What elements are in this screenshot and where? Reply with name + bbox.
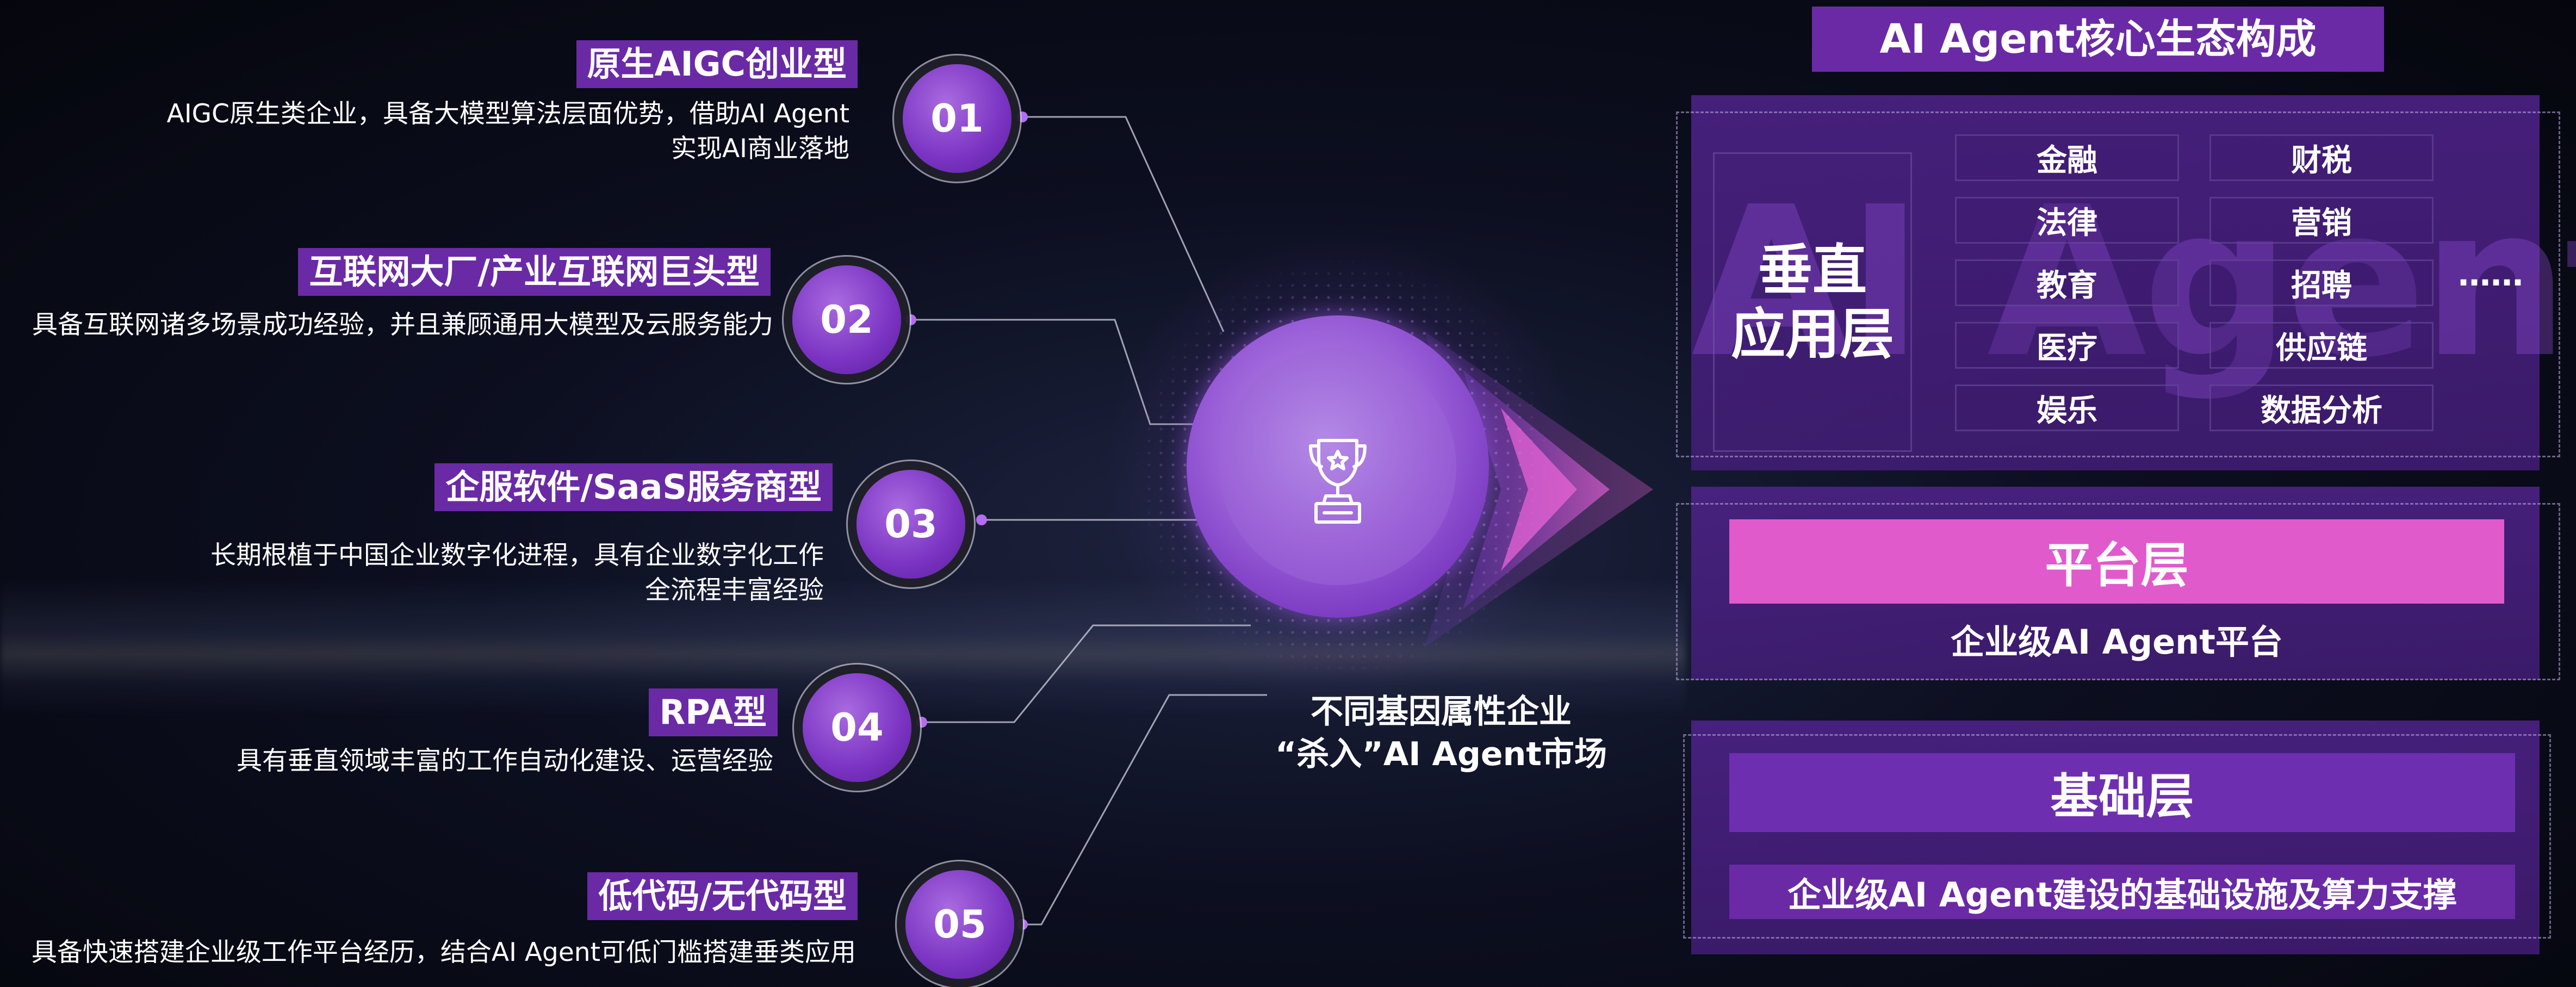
cell-legal: 法律 bbox=[1955, 197, 2179, 244]
item-02-number: 02 bbox=[820, 297, 873, 342]
item-05-number: 05 bbox=[933, 902, 986, 947]
platform-layer-subtitle: 企业级AI Agent平台 bbox=[1951, 622, 2283, 662]
cell-finance: 金融 bbox=[1955, 134, 2179, 181]
cell-data-analysis: 数据分析 bbox=[2209, 384, 2434, 431]
item-04-desc-line-1: 具有垂直领域丰富的工作自动化建设、运营经验 bbox=[237, 746, 773, 776]
center-hub bbox=[1104, 228, 1582, 707]
item-02-description: 具备互联网诸多场景成功经验，并且兼顾通用大模型及云服务能力 bbox=[32, 308, 773, 343]
center-caption-line-2: “杀入”AI Agent市场 bbox=[1275, 735, 1607, 773]
connector-dot-03 bbox=[976, 514, 987, 525]
connector-line-04 bbox=[922, 624, 1251, 723]
platform-layer-dashed-frame bbox=[1676, 503, 2560, 680]
base-layer-subtitle: 企业级AI Agent建设的基础设施及算力支撑 bbox=[1729, 865, 2515, 919]
base-layer-dashed-frame bbox=[1683, 734, 2551, 939]
connector-line-01 bbox=[1022, 116, 1225, 332]
connector-line-05 bbox=[1022, 694, 1267, 926]
item-03-desc-line-2: 全流程丰富经验 bbox=[645, 575, 824, 605]
item-03-description: 长期根植于中国企业数字化进程，具有企业数字化工作 全流程丰富经验 bbox=[210, 538, 824, 608]
item-03-title: 企服软件/SaaS服务商型 bbox=[434, 463, 833, 511]
item-04-description: 具有垂直领域丰富的工作自动化建设、运营经验 bbox=[237, 744, 773, 779]
cell-supply-chain: 供应链 bbox=[2209, 322, 2434, 369]
connector-dot-05 bbox=[1017, 919, 1028, 930]
item-02-desc-line-1: 具备互联网诸多场景成功经验，并且兼顾通用大模型及云服务能力 bbox=[32, 310, 773, 340]
ecosystem-title: AI Agent核心生态构成 bbox=[1812, 7, 2384, 72]
item-03-number-badge: 03 bbox=[856, 470, 965, 579]
center-caption: 不同基因属性企业 “杀入”AI Agent市场 bbox=[1234, 691, 1648, 775]
vertical-layer-label-line-1: 垂直 bbox=[1758, 238, 1867, 302]
ai-agent-watermark: AI Agent bbox=[1691, 162, 2576, 403]
item-05-desc-line-1: 具备快速搭建企业级工作平台经历，结合AI Agent可低门槛搭建垂类应用 bbox=[31, 938, 856, 967]
cell-marketing: 营销 bbox=[2209, 197, 2434, 244]
vertical-layer-dashed-frame bbox=[1676, 111, 2560, 457]
item-01-title: 原生AIGC创业型 bbox=[576, 40, 858, 88]
item-01-number: 01 bbox=[930, 96, 984, 141]
platform-layer-title: 平台层 bbox=[1729, 519, 2504, 604]
item-05-title: 低代码/无代码型 bbox=[587, 872, 858, 920]
item-01-number-badge: 01 bbox=[903, 64, 1011, 173]
connector-dot-01 bbox=[1017, 111, 1028, 122]
center-caption-line-1: 不同基因属性企业 bbox=[1311, 693, 1572, 731]
cell-medical: 医疗 bbox=[1955, 322, 2179, 369]
cell-education: 教育 bbox=[1955, 259, 2179, 306]
item-05-description: 具备快速搭建企业级工作平台经历，结合AI Agent可低门槛搭建垂类应用 bbox=[32, 935, 856, 970]
vertical-layer-label: 垂直 应用层 bbox=[1713, 152, 1912, 452]
cell-entertainment: 娱乐 bbox=[1955, 384, 2179, 431]
item-03-number: 03 bbox=[884, 502, 938, 547]
item-05-number-badge: 05 bbox=[905, 870, 1014, 979]
item-04-number-badge: 04 bbox=[803, 673, 911, 782]
trophy-icon bbox=[1309, 439, 1367, 524]
connector-dot-02 bbox=[905, 314, 916, 325]
cell-tax: 财税 bbox=[2209, 134, 2434, 181]
cell-recruiting: 招聘 bbox=[2209, 259, 2434, 306]
item-02-number-badge: 02 bbox=[792, 265, 901, 374]
item-01-desc-line-1: AIGC原生类企业，具备大模型算法层面优势，借助AI Agent bbox=[166, 99, 849, 129]
more-ellipsis: …… bbox=[2458, 256, 2523, 294]
item-02-title: 互联网大厂/产业互联网巨头型 bbox=[298, 248, 771, 296]
vertical-layer-label-line-2: 应用层 bbox=[1731, 302, 1894, 366]
item-04-title: RPA型 bbox=[648, 688, 778, 736]
item-04-number: 04 bbox=[830, 705, 884, 750]
item-03-desc-line-1: 长期根植于中国企业数字化进程，具有企业数字化工作 bbox=[210, 541, 824, 570]
item-01-desc-line-2: 实现AI商业落地 bbox=[671, 134, 849, 164]
center-circle bbox=[1187, 315, 1489, 618]
vertical-layer-block bbox=[1691, 95, 2540, 470]
base-layer-title: 基础层 bbox=[1729, 753, 2515, 832]
item-01-description: AIGC原生类企业，具备大模型算法层面优势，借助AI Agent 实现AI商业落… bbox=[167, 97, 849, 166]
connector-dot-04 bbox=[916, 717, 927, 728]
